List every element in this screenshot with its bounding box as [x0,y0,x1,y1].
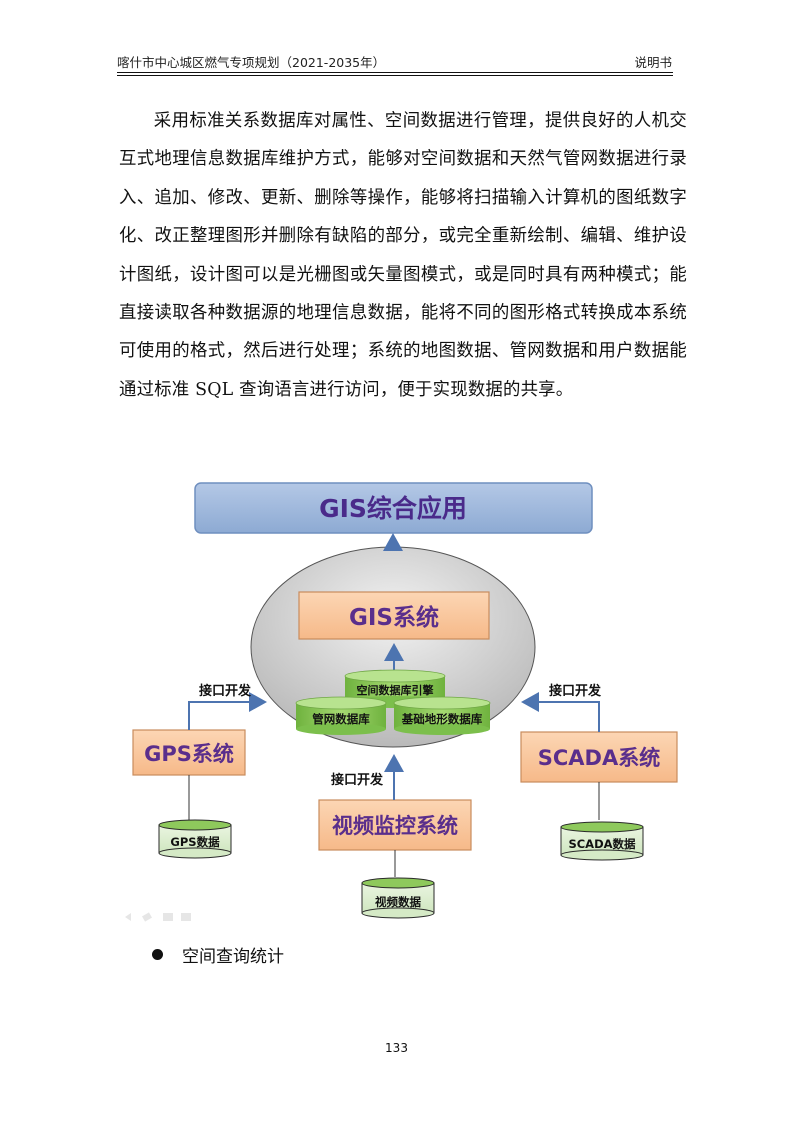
interface-left-label: 接口开发 [199,683,252,699]
interface-bottom-label: 接口开发 [331,772,384,788]
header-section: 说明书 [634,55,672,70]
base-terrain-db-cylinder [393,696,491,735]
scada-system-label: SCADA系统 [538,746,660,770]
bullet-item: 空间查询统计 [152,942,284,967]
pipe-db-cylinder [295,696,387,735]
gis-system-box [298,591,490,640]
video-data-label: 视频数据 [375,895,421,909]
gps-data-cylinder [158,819,232,859]
header-rule [117,72,673,73]
pipe-db-label: 管网数据库 [312,712,370,726]
header-rule-thin [117,75,673,76]
faint-toolbar-icons [125,912,191,922]
scada-data-cylinder [560,821,644,861]
gis-architecture-diagram: GIS综合应用 GIS系统 空间数据库引擎 管网数据库 基 [121,475,681,925]
base-terrain-db-label: 基础地形数据库 [401,712,483,726]
video-system-box [318,799,472,851]
bullet-dot-icon [152,949,163,960]
video-data-cylinder [361,877,435,919]
body-paragraph: 采用标准关系数据库对属性、空间数据进行管理，提供良好的人机交互式地理信息数据库维… [119,111,687,400]
scada-system-box [520,731,678,783]
gps-system-label: GPS系统 [144,742,234,766]
spatial-engine-label: 空间数据库引擎 [357,683,434,697]
gps-system-box [132,729,246,776]
bullet-text: 空间查询统计 [182,947,284,967]
interface-right-label: 接口开发 [549,683,602,699]
arrow-scada-to-core [521,692,600,732]
scada-data-label: SCADA数据 [568,837,636,851]
diagram-canvas: GIS综合应用 GIS系统 空间数据库引擎 管网数据库 基 [125,482,678,922]
gis-app-label: GIS综合应用 [319,494,467,523]
gps-data-label: GPS数据 [170,835,220,849]
header-title: 喀什市中心城区燃气专项规划（2021-2035年） [117,55,386,70]
gis-system-label: GIS系统 [349,604,439,631]
arrow-gps-to-core [188,692,267,730]
video-system-label: 视频监控系统 [332,814,458,838]
page-number: 133 [385,1041,408,1055]
